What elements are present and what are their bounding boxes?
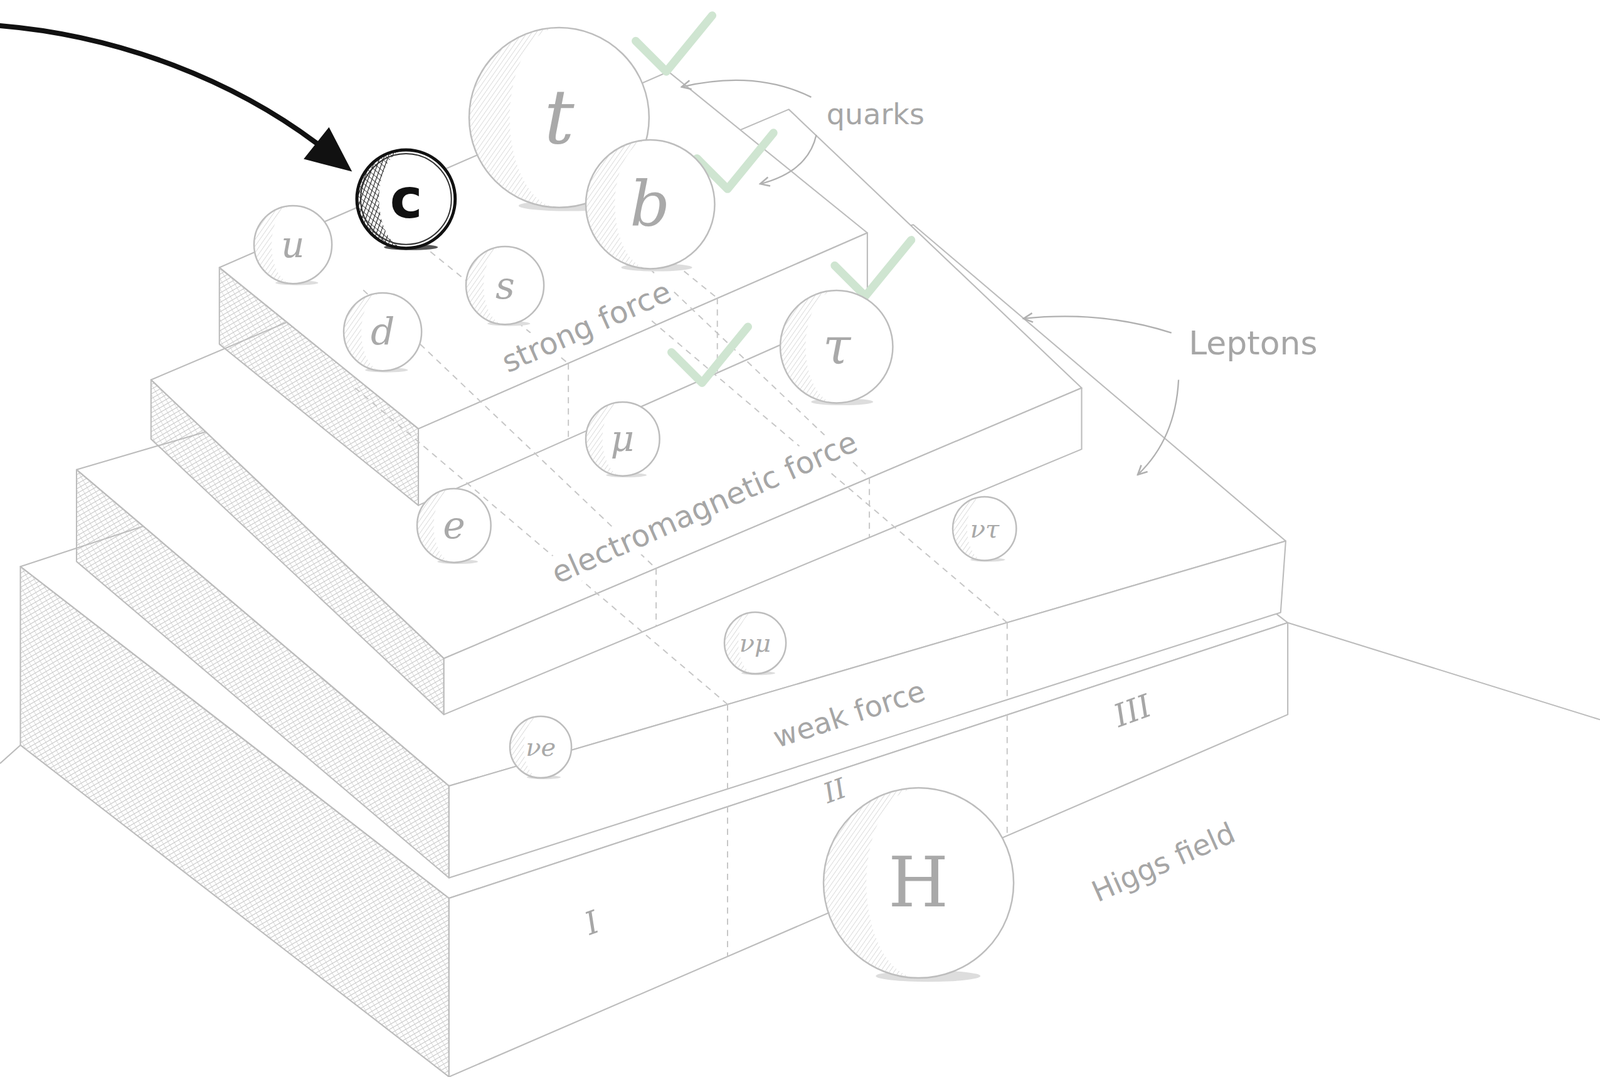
leader-arrow <box>1137 380 1179 475</box>
leader-arrow <box>681 80 812 98</box>
ball-circle <box>356 149 456 249</box>
particle-ball: νμ <box>722 610 788 676</box>
ball-circle <box>585 139 715 269</box>
generation-divider <box>567 363 569 439</box>
particle-ball: νe <box>508 714 574 780</box>
check-mark <box>635 15 713 72</box>
ball-circle <box>254 205 332 284</box>
force-label: weak force <box>766 673 932 756</box>
particle-symbol: μ <box>610 419 635 458</box>
ball-circle-inner <box>360 153 452 245</box>
particle-symbol: e <box>442 505 466 546</box>
particle-ball: H <box>821 785 1016 980</box>
generation-divider <box>1006 622 1008 700</box>
ball-circle <box>823 787 1014 978</box>
check-mark <box>671 326 749 383</box>
ground-line <box>0 745 21 764</box>
pointer-arrow <box>0 25 317 144</box>
particle-ball: μ <box>583 400 662 478</box>
particle-symbol: ντ <box>970 515 1000 542</box>
particle-symbol: u <box>280 225 305 265</box>
ball-circle <box>509 716 572 778</box>
step-top <box>151 109 1082 658</box>
ball-circle <box>724 612 786 674</box>
particle-ball: u <box>252 203 334 286</box>
field-label: Higgs field <box>1084 814 1242 910</box>
particle-symbol: νμ <box>739 629 771 657</box>
particle-symbol: τ <box>822 320 851 374</box>
ball-circle <box>780 290 893 403</box>
ball-circle <box>417 488 492 563</box>
particle-ball: b <box>583 137 717 271</box>
generation-divider <box>868 477 870 537</box>
particle-symbol: νe <box>525 733 556 761</box>
pointer-arrowhead <box>303 127 352 172</box>
particle-ball: e <box>415 486 493 565</box>
particle-symbol: d <box>370 311 395 352</box>
ball-circle <box>585 402 660 477</box>
group-label: quarks <box>824 97 928 132</box>
generation-label: III <box>1106 686 1159 736</box>
generation-label: II <box>816 771 853 811</box>
particle-symbol: c <box>389 169 423 228</box>
ball-circle <box>343 292 422 371</box>
particle-symbol: t <box>543 77 574 157</box>
generation-divider <box>655 568 657 626</box>
force-label: strong force <box>494 272 680 381</box>
ball-circle <box>952 496 1017 561</box>
leader-arrow <box>1023 316 1172 333</box>
particle-ball: d <box>341 291 424 373</box>
group-label: Leptons <box>1186 324 1320 363</box>
ground-line <box>1287 622 1600 721</box>
particle-symbol: H <box>888 846 949 920</box>
check-mark <box>834 240 912 297</box>
generation-divider <box>726 704 729 790</box>
generation-divider <box>726 806 729 957</box>
particle-symbol: b <box>629 171 670 238</box>
particle-ball: c <box>354 148 458 251</box>
particle-ball: τ <box>778 288 895 405</box>
force-label: electromagnetic force <box>543 423 865 592</box>
ball-circle <box>466 246 544 325</box>
particle-ball: ντ <box>950 494 1018 562</box>
particle-ball: s <box>464 244 546 327</box>
particle-symbol: s <box>495 265 515 306</box>
generation-divider <box>1006 714 1008 837</box>
generation-divider <box>354 388 728 705</box>
generation-label: I <box>577 903 607 944</box>
